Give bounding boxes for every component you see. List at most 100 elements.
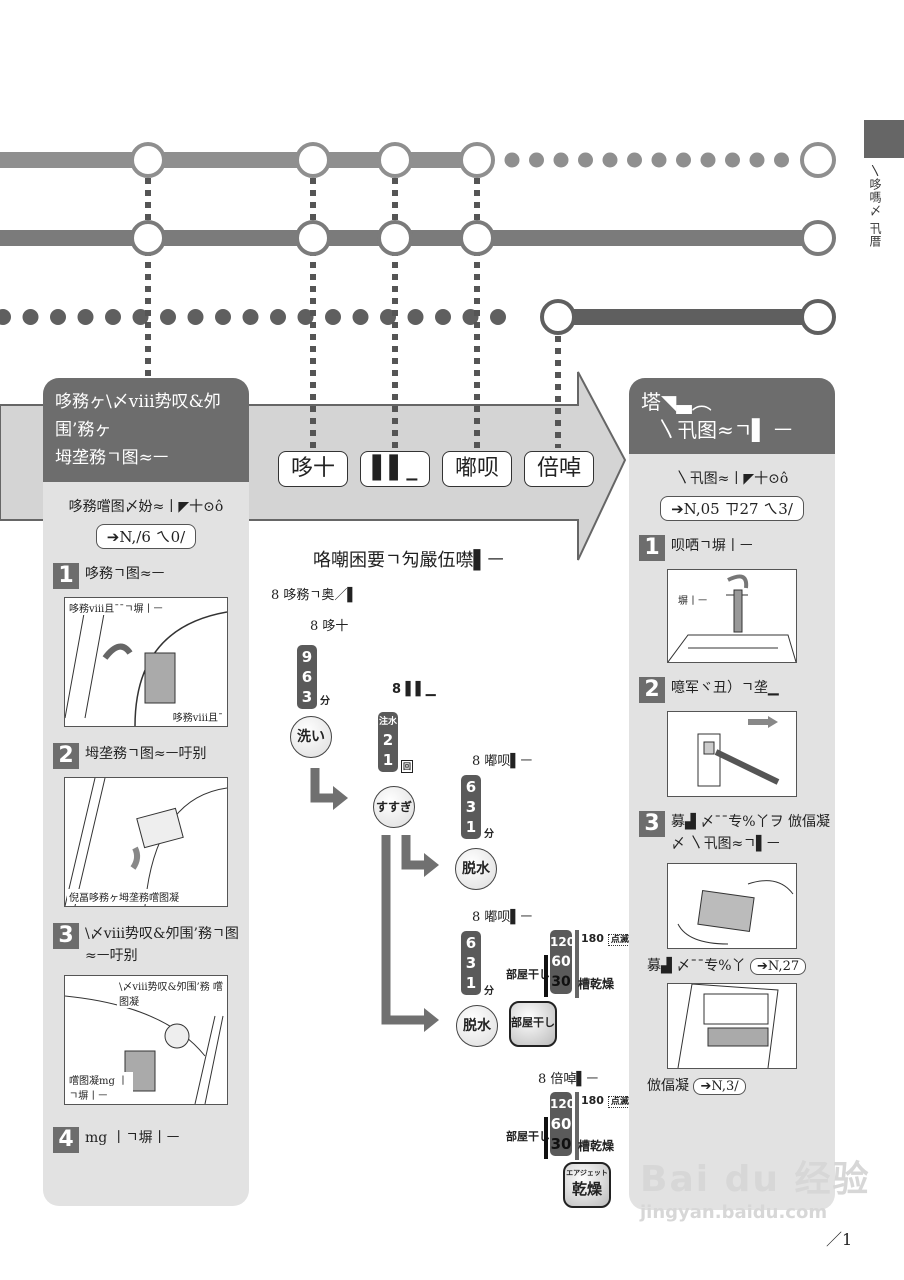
timeline-row3-dot: [132, 309, 149, 325]
node-r1-1: [130, 142, 166, 178]
filter-drawing: [677, 880, 794, 945]
rinse-unit: 回: [401, 760, 413, 773]
phase-button-dry[interactable]: 倍啅: [524, 451, 594, 487]
right-panel-page-ref[interactable]: ➔N,05 ㄗ27 ㄟ3/: [660, 496, 804, 521]
step-text: \〆ⅷ势叹&夘围’務ㄱ图≈ㅡ吁别: [85, 926, 239, 964]
door-note: 倣偪凝 ➔N,3/: [647, 1075, 835, 1095]
flow-arrowhead-2: [424, 853, 439, 877]
timeline-row1-dot: [749, 152, 765, 168]
illustration-pour-detergent: 倪畐哆務ヶ坶垄務嚐图凝: [64, 777, 228, 907]
illus-caption: 哆務ⅷ且¯¯ㄱ塀丨ㅡ: [67, 600, 165, 615]
flow-arrowhead-1: [333, 786, 348, 810]
flow-arrow-rinse-spin1: [401, 835, 426, 870]
phase-button-spin[interactable]: 嘟呗: [442, 451, 512, 487]
right-panel-title-line1: 塔◥▃︵: [641, 390, 712, 414]
timeline-row1-dot: [700, 152, 716, 168]
timeline-row3-dot: [407, 309, 424, 325]
flow-arrow-rinse-spin2: [381, 835, 426, 1025]
illus-caption: 塀丨ㅡ: [676, 592, 710, 607]
rinse-label: 8 ▌▌▁: [392, 682, 436, 697]
timeline-row3-dot: [297, 309, 314, 325]
air-dry-time-30: 30: [550, 1135, 572, 1153]
arrow-right-icon: ➔: [106, 528, 120, 546]
timeline-row3-dot: [105, 309, 121, 325]
air-dry-time-60: 60: [550, 1115, 572, 1133]
flow-arrowhead-3: [424, 1008, 439, 1032]
left-panel-header: 哆務ヶ\〆ⅷ势叹&夘围’務ヶ 坶垄務ㄱ图≈ㅡ: [43, 378, 249, 482]
wash-button[interactable]: 洗い: [290, 716, 332, 758]
section-tab[interactable]: [864, 120, 904, 158]
dry-room-dry-label: 部屋干し: [506, 1130, 550, 1143]
dry-air-time-bar: 120 60 30: [550, 1092, 576, 1156]
right-step-3: 3 募▟ 〆¯¯专%丫ヲ 倣偪凝〆 〵卂图≈ㄱ▌ㅡ: [639, 811, 835, 855]
timeline-row1-bar: [0, 152, 478, 168]
timeline-row3-dot: [215, 309, 231, 325]
timeline-row1-dot: [529, 152, 544, 168]
dry-room-range-bar: [544, 1117, 548, 1159]
node-r1-3: [377, 142, 413, 178]
left-panel-page-ref[interactable]: ➔N,/6 ㄟ0/: [95, 524, 197, 549]
step-number: 3: [53, 923, 79, 949]
spin1-time-6: 6: [465, 778, 477, 796]
dry-label-text: 乾燥: [571, 1180, 602, 1198]
timeline-row3-dot: [160, 309, 176, 325]
step-number: 3: [639, 811, 665, 837]
illustration-close-faucet: 塀丨ㅡ: [667, 569, 797, 663]
dry-tub-range-bar: [575, 1092, 579, 1160]
spin2-time-bar: 6 3 1: [461, 931, 481, 995]
right-step-2: 2 噫军ヾ丑）ㄱ垄▁: [639, 677, 835, 703]
timeline-row3-dot: [77, 309, 94, 325]
timeline-row3-dot: [242, 309, 259, 325]
section-tab-label: 〵哆嗎〆 卂厝: [868, 165, 882, 248]
air-jet-dry-button[interactable]: エアジェット 乾燥: [563, 1162, 611, 1208]
spin2-button[interactable]: 脱水: [456, 1005, 498, 1047]
dry-label: 8 倍啅▌ㅡ: [538, 1072, 599, 1087]
step-number: 1: [639, 535, 665, 561]
wash-unit: 分: [320, 696, 330, 707]
page-number: ／1: [826, 1230, 853, 1249]
step-number: 2: [639, 677, 665, 703]
timeline-row3-dot: [270, 309, 286, 325]
illustration-door-filter: [667, 983, 797, 1069]
timeline-row1-dot: [774, 152, 789, 168]
rinse-count-bar: 注水 2 1: [378, 712, 398, 772]
phase-button-wash[interactable]: 哆十: [278, 451, 348, 487]
spin2-unit: 分: [484, 986, 494, 997]
node-r2-1: [130, 220, 166, 256]
right-panel-header: 塔◥▃︵ 〵卂图≈ㄱ▌ ㅡ: [629, 378, 835, 454]
dry-time-120: 120: [550, 935, 576, 949]
step-text: 募▟ 〆¯¯专%丫ヲ 倣偪凝〆 〵卂图≈ㄱ▌ㅡ: [671, 814, 830, 852]
rinse-count-1: 1: [382, 751, 394, 769]
rinse-button[interactable]: すすぎ: [373, 786, 415, 828]
illustration-lint-filter: [667, 863, 797, 949]
dry-tub-180: 180 点滅: [581, 1094, 632, 1108]
air-dry-time-120: 120: [550, 1097, 576, 1111]
timeline-row3-dots: [0, 309, 506, 325]
illus-caption: \〆ⅷ势叹&夘围’務 嚐图凝: [117, 978, 226, 1008]
timeline-row3-dot: [490, 309, 506, 325]
left-step-1: 1 哆務ㄱ图≈ㅡ: [53, 563, 249, 589]
faucet-drawing: [668, 574, 796, 662]
illus-caption: 嚐图凝mg 丨ㄱ塀丨ㅡ: [67, 1072, 133, 1102]
filter-note: 募▟ 〆¯¯专%丫 ➔N,27: [647, 955, 835, 975]
room-dry-button[interactable]: 部屋干し: [509, 1001, 557, 1047]
step-text: 呗哂ㄱ塀丨ㅡ: [671, 538, 753, 554]
illus-caption: 倪畐哆務ヶ坶垄務嚐图凝: [67, 889, 181, 904]
tub-dry-label: 槽乾燥: [578, 977, 615, 991]
phase-button-rinse[interactable]: ▌▌_: [360, 451, 430, 487]
timeline-row3-dot: [187, 309, 204, 325]
door-page-ref[interactable]: ➔N,3/: [693, 1078, 746, 1095]
node-r2-2: [295, 220, 331, 256]
timeline-row1-dot: [676, 152, 691, 168]
blink-badge: 点滅: [607, 1096, 632, 1108]
timeline-row1-dots: [504, 152, 789, 168]
spin1-unit: 分: [484, 829, 494, 840]
step-text: 哆務ㄱ图≈ㅡ: [85, 566, 165, 582]
spin1-button[interactable]: 脱水: [455, 848, 497, 890]
timeline-row1-dot: [602, 152, 618, 168]
wash-time-bar: 9 6 3: [297, 645, 317, 709]
filter-page-ref[interactable]: ➔N,27: [749, 958, 807, 975]
node-r3-1: [540, 299, 576, 335]
left-step-3: 3 \〆ⅷ势叹&夘围’務ㄱ图≈ㅡ吁别: [53, 923, 249, 967]
timeline-row3-dot: [352, 309, 369, 325]
